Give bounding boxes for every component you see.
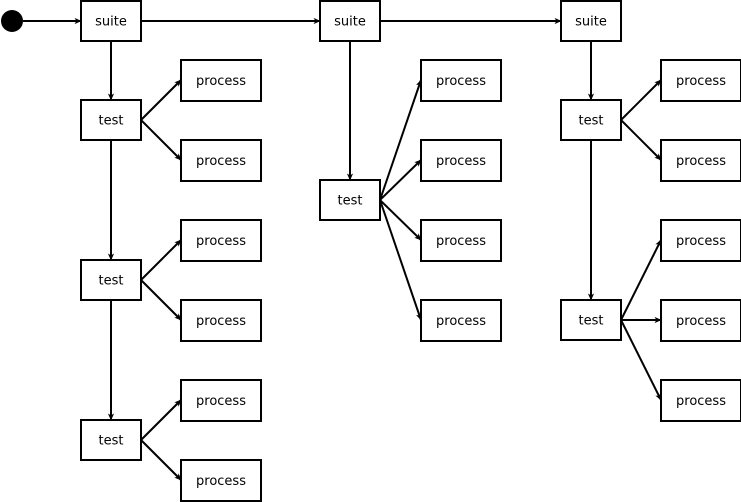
edge-test-1-2-to-process-1-2-2 xyxy=(140,279,182,321)
node-test-3-1[interactable]: test xyxy=(560,99,622,141)
node-process-2-1-1[interactable]: process xyxy=(420,59,502,102)
edge-test-2-1-to-process-2-1-3 xyxy=(379,199,422,241)
node-box-process-1-1-1[interactable] xyxy=(180,59,262,102)
node-box-process-1-3-1[interactable] xyxy=(180,379,262,422)
edge-test-1-1-to-process-1-1-2 xyxy=(140,119,182,161)
node-test-3-2[interactable]: test xyxy=(560,299,622,341)
edge-test-1-2-to-process-1-2-1 xyxy=(140,239,182,281)
node-box-test-1-2[interactable] xyxy=(80,259,142,301)
edge-test-2-1-to-process-2-1-2 xyxy=(379,159,422,201)
node-process-3-1-2[interactable]: process xyxy=(660,139,741,182)
start-node-layer xyxy=(1,10,23,32)
node-box-process-2-1-1[interactable] xyxy=(420,59,502,102)
edge-test-3-2-to-process-3-2-1 xyxy=(620,239,662,321)
node-test-1-3[interactable]: test xyxy=(80,419,142,461)
edge-test-2-1-to-process-2-1-1 xyxy=(379,79,422,201)
edge-test-1-3-to-process-1-3-2 xyxy=(140,439,182,481)
node-box-suite-2[interactable] xyxy=(319,0,381,42)
edge-layer xyxy=(23,17,662,481)
node-box-test-1-3[interactable] xyxy=(80,419,142,461)
node-process-1-2-1[interactable]: process xyxy=(180,219,262,262)
node-process-1-3-1[interactable]: process xyxy=(180,379,262,422)
node-box-process-3-2-2[interactable] xyxy=(660,299,741,342)
node-box-process-3-2-3[interactable] xyxy=(660,379,741,422)
start-node xyxy=(1,10,23,32)
node-test-2-1[interactable]: test xyxy=(319,179,381,221)
node-process-3-2-1[interactable]: process xyxy=(660,219,741,262)
node-box-suite-1[interactable] xyxy=(80,0,142,42)
node-process-1-1-2[interactable]: process xyxy=(180,139,262,182)
node-box-process-2-1-2[interactable] xyxy=(420,139,502,182)
node-box-process-1-2-1[interactable] xyxy=(180,219,262,262)
node-box-test-3-1[interactable] xyxy=(560,99,622,141)
node-box-test-1-1[interactable] xyxy=(80,99,142,141)
node-box-process-2-1-4[interactable] xyxy=(420,299,502,342)
node-process-2-1-2[interactable]: process xyxy=(420,139,502,182)
node-box-suite-3[interactable] xyxy=(560,0,622,42)
node-box-process-1-1-2[interactable] xyxy=(180,139,262,182)
node-suite-3[interactable]: suite xyxy=(560,0,622,42)
node-box-test-2-1[interactable] xyxy=(319,179,381,221)
node-process-2-1-4[interactable]: process xyxy=(420,299,502,342)
node-suite-1[interactable]: suite xyxy=(80,0,142,42)
node-box-process-3-1-1[interactable] xyxy=(660,59,741,102)
node-process-2-1-3[interactable]: process xyxy=(420,219,502,262)
edge-test-2-1-to-process-2-1-4 xyxy=(379,199,422,321)
node-process-1-2-2[interactable]: process xyxy=(180,299,262,342)
node-process-3-2-3[interactable]: process xyxy=(660,379,741,422)
node-box-process-3-1-2[interactable] xyxy=(660,139,741,182)
node-process-1-1-1[interactable]: process xyxy=(180,59,262,102)
edge-test-1-1-to-process-1-1-1 xyxy=(140,79,182,121)
node-process-3-2-2[interactable]: process xyxy=(660,299,741,342)
node-suite-2[interactable]: suite xyxy=(319,0,381,42)
edge-test-3-1-to-process-3-1-2 xyxy=(620,119,662,161)
edge-test-3-1-to-process-3-1-1 xyxy=(620,79,662,121)
edge-test-3-2-to-process-3-2-3 xyxy=(620,319,662,401)
node-test-1-1[interactable]: test xyxy=(80,99,142,141)
edge-test-1-3-to-process-1-3-1 xyxy=(140,399,182,441)
node-box-process-1-2-2[interactable] xyxy=(180,299,262,342)
node-box-process-3-2-1[interactable] xyxy=(660,219,741,262)
node-layer: suite test process process test process proces… xyxy=(80,0,741,502)
node-box-test-3-2[interactable] xyxy=(560,299,622,341)
node-test-1-2[interactable]: test xyxy=(80,259,142,301)
node-box-process-1-3-2[interactable] xyxy=(180,459,262,502)
node-box-process-2-1-3[interactable] xyxy=(420,219,502,262)
node-process-1-3-2[interactable]: process xyxy=(180,459,262,502)
node-process-3-1-1[interactable]: process xyxy=(660,59,741,102)
